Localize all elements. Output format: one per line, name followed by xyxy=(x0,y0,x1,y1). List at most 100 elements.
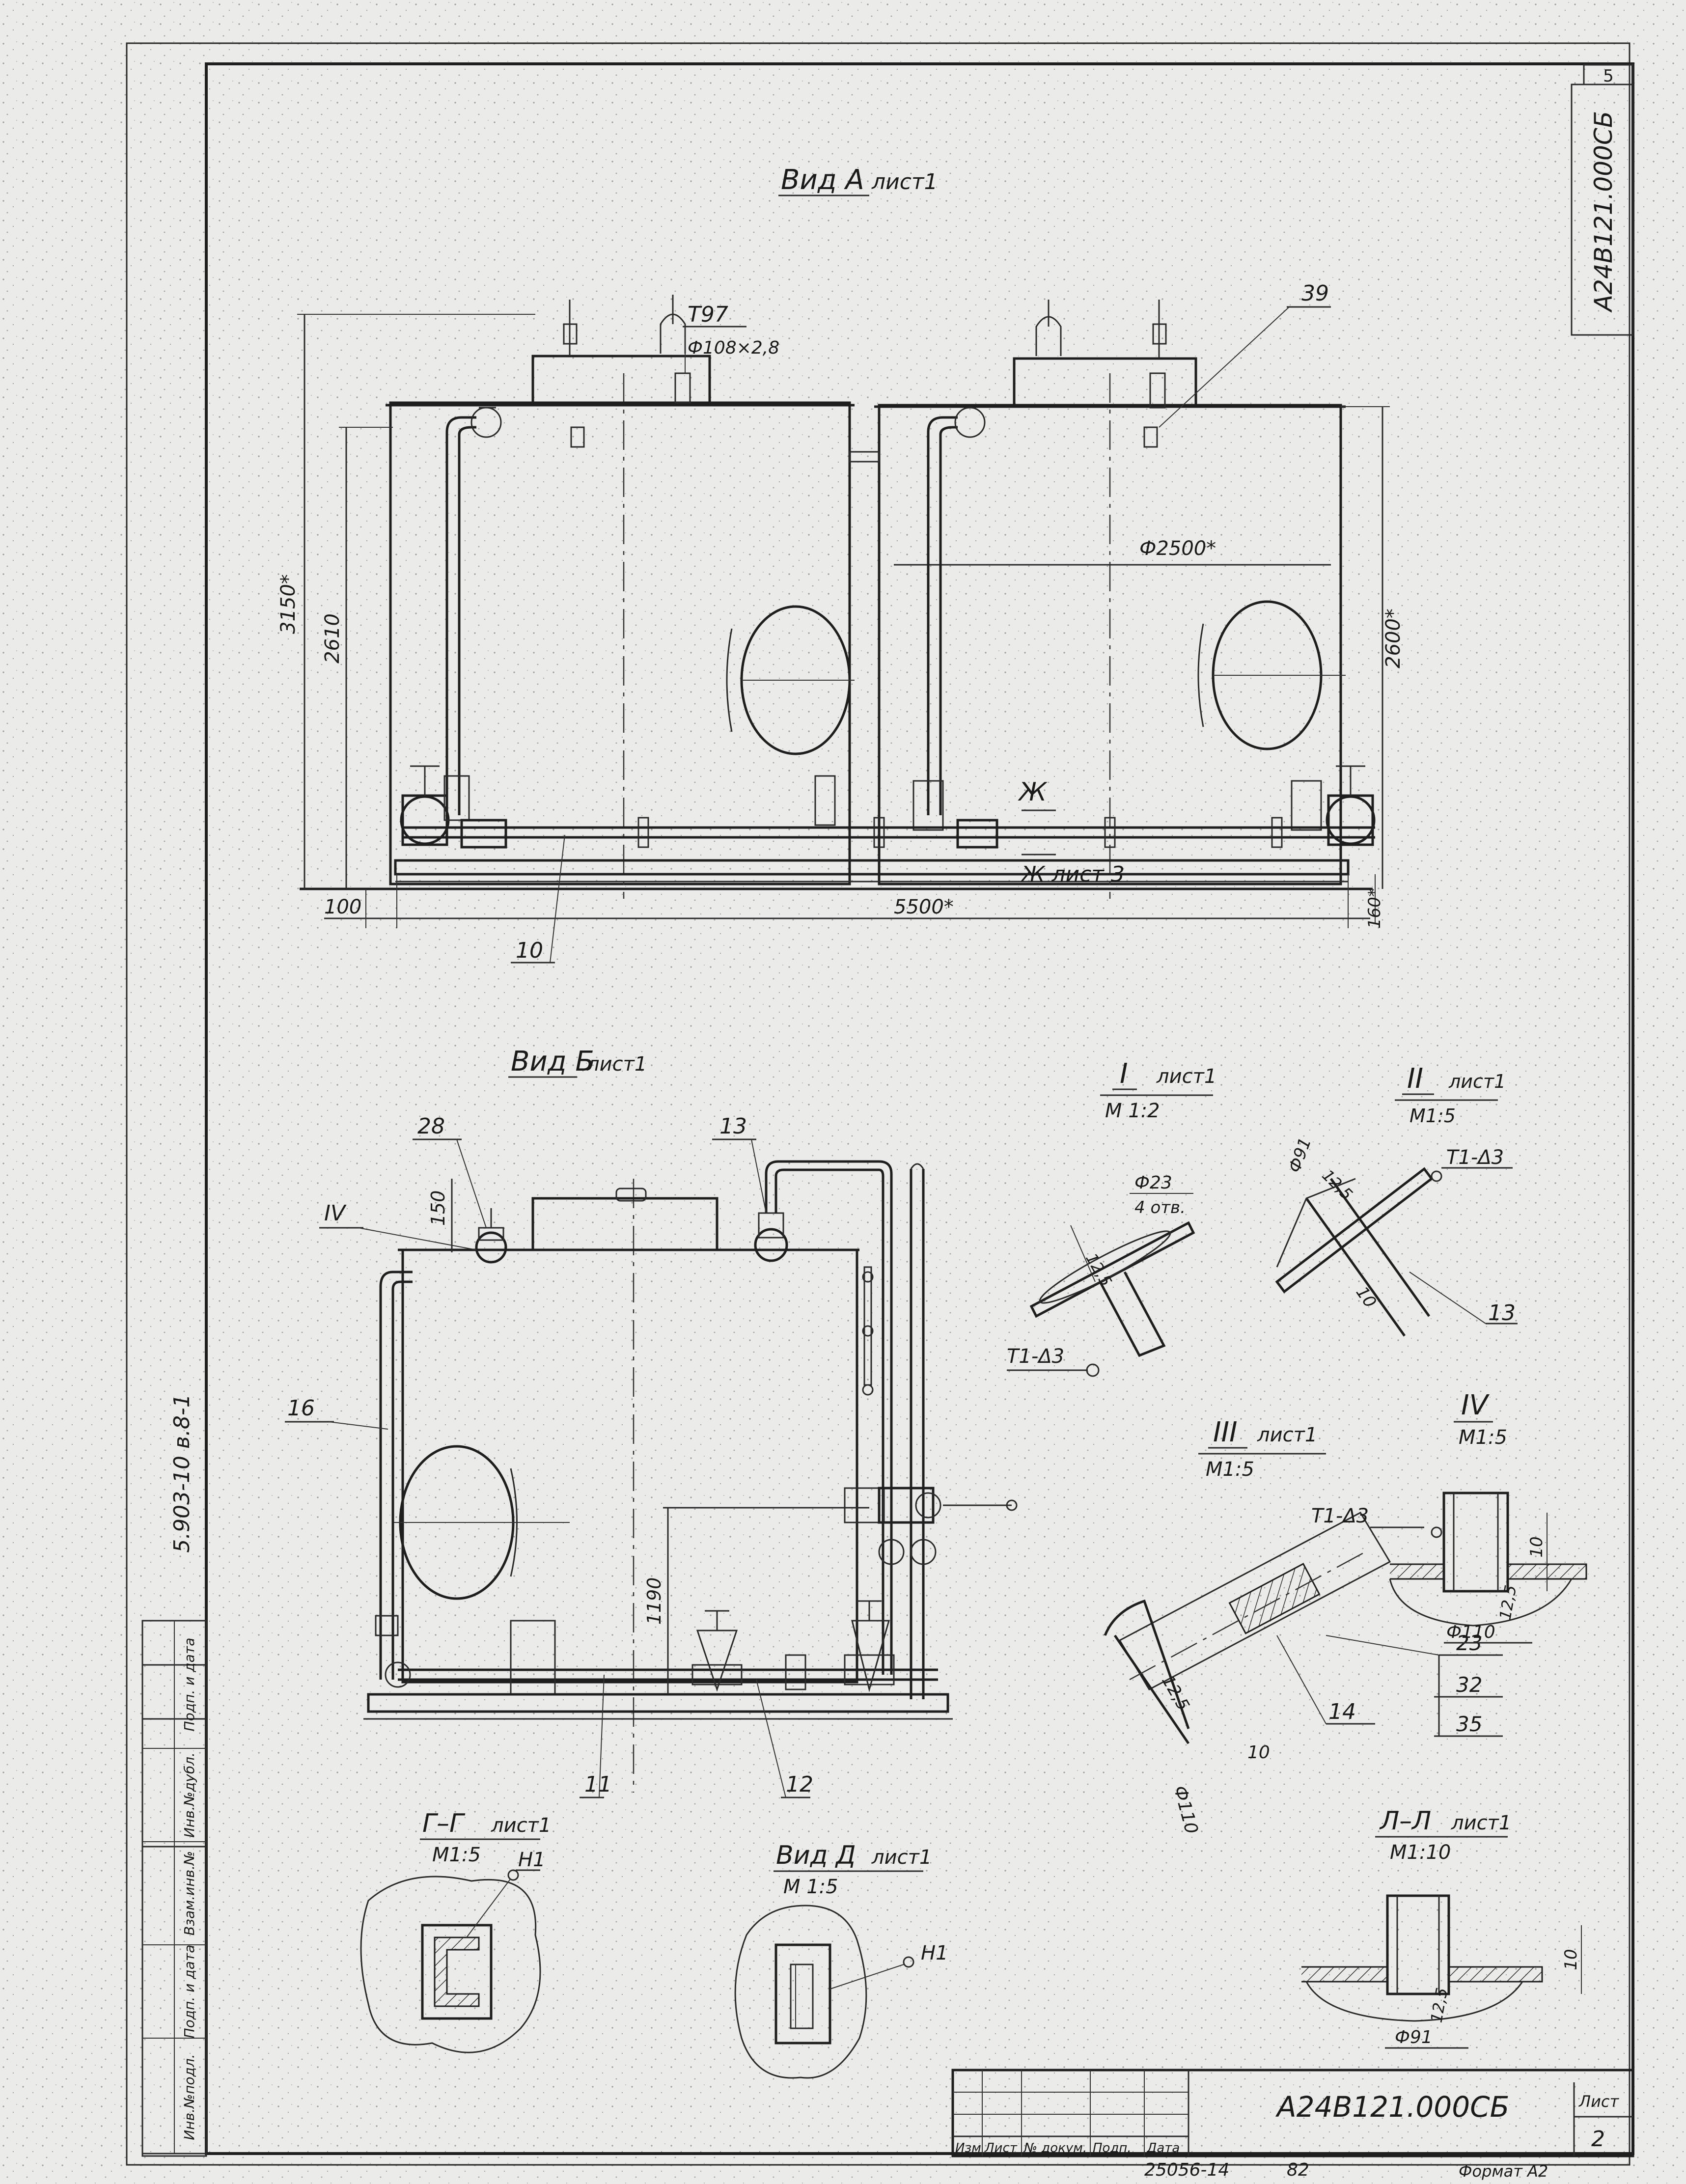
stamp-cell-5: Подп. и дата xyxy=(181,1638,197,1732)
dim-150: 150 xyxy=(427,1190,449,1226)
dim-2610: 2610 xyxy=(321,613,344,663)
col-sign: Подп. xyxy=(1093,2141,1132,2156)
pipe-spec: Ф108×2,8 xyxy=(688,338,779,358)
section-zh-ref: Ж лист 3 xyxy=(1020,862,1125,887)
detail-i-title: I xyxy=(1120,1058,1128,1090)
detail-ii: II лист1 М1:5 Ф91 12,5 Т1-Δ3 10 13 xyxy=(1275,1063,1518,1337)
tank-left-hatch xyxy=(531,355,711,404)
view-b: Вид Б лист1 xyxy=(285,1046,1018,1798)
detail-iii-title: III xyxy=(1213,1416,1238,1448)
view-d-weld: Н1 xyxy=(921,1942,948,1964)
detail-iii-scale: М1:5 xyxy=(1206,1458,1254,1481)
corner-page-number: 5 xyxy=(1603,66,1614,86)
col-list: Лист xyxy=(984,2141,1018,2156)
detail-iv-dim10: 10 xyxy=(1527,1536,1547,1557)
dim-2600: 2600* xyxy=(1382,608,1405,668)
extra-no: 82 xyxy=(1287,2160,1309,2180)
detail-ii-scale: М1:5 xyxy=(1410,1105,1456,1127)
callout-28: 28 xyxy=(417,1114,445,1139)
callout-11: 11 xyxy=(584,1772,612,1797)
title-sheet-no: 2 xyxy=(1591,2127,1605,2152)
callout-12: 12 xyxy=(786,1772,813,1797)
detail-i-count: 4 отв. xyxy=(1134,1198,1186,1217)
view-b-title: Вид Б xyxy=(511,1046,594,1078)
left-stamp: Инв.№подл. Подп. и дата Взам.инв.№ Инв.№… xyxy=(141,1620,207,2155)
stamp-cell-1: Инв.№подл. xyxy=(181,2054,197,2140)
dim-3150: 3150* xyxy=(277,574,300,634)
col-izm: Изм xyxy=(955,2141,981,2156)
title-block: А24В121.000СБ Лист 2 Изм Лист № докум. П… xyxy=(951,2069,1634,2181)
detail-ii-callout-13: 13 xyxy=(1488,1300,1516,1326)
section-gg-sheet-ref: лист1 xyxy=(491,1814,551,1837)
stamp-cell-2: Подп. и дата xyxy=(181,1945,197,2039)
detail-iv-scale: М1:5 xyxy=(1459,1426,1507,1449)
view-d: Вид Д лист1 М 1:5 Н1 xyxy=(734,1841,948,2079)
detail-iv: IV М1:5 Т1-Δ3 10 Ф110 12,5 xyxy=(1311,1389,1587,1644)
callout-39: 39 xyxy=(1301,281,1329,306)
riser-left xyxy=(445,416,476,815)
callout-13: 13 xyxy=(719,1114,747,1139)
dim-1190: 1190 xyxy=(643,1577,665,1625)
section-gg-outline xyxy=(360,1876,541,2053)
section-ll-dim10: 10 xyxy=(1561,1949,1581,1970)
detail-iii-callout-35: 35 xyxy=(1456,1712,1482,1736)
section-ll: Л–Л лист1 М1:10 10 Ф91 12,5 xyxy=(1301,1806,1582,2049)
tank-right-hatch xyxy=(1013,357,1197,407)
col-doc: № докум. xyxy=(1023,2141,1087,2156)
dim-5500: 5500* xyxy=(894,896,954,918)
section-zh-mark: Ж xyxy=(1018,777,1048,807)
detail-i-scale: М 1:2 xyxy=(1105,1100,1160,1122)
section-gg-title: Г–Г xyxy=(422,1809,466,1838)
view-d-title: Вид Д xyxy=(776,1841,856,1870)
detail-iii-sheet-ref: лист1 xyxy=(1257,1424,1317,1446)
detail-ii-weld: Т1-Δ3 xyxy=(1446,1146,1504,1169)
marker-iv: IV xyxy=(324,1201,347,1226)
format-label: Формат А2 xyxy=(1459,2162,1548,2181)
section-gg: Г–Г лист1 М1:5 Н1 xyxy=(360,1809,551,2053)
archive-no: 25056-14 xyxy=(1144,2160,1229,2180)
callout-16: 16 xyxy=(287,1396,315,1421)
base-frame-a xyxy=(394,859,1350,876)
sheet-frame xyxy=(126,42,1634,2166)
section-ll-sheet-ref: лист1 xyxy=(1451,1812,1511,1834)
section-gg-weld: Н1 xyxy=(518,1849,546,1871)
view-a-sheet-ref: лист1 xyxy=(871,169,938,194)
view-d-outline xyxy=(734,1905,867,2079)
stamp-cell-4: Инв.№дубл. xyxy=(181,1752,197,1838)
riser-right xyxy=(927,416,958,815)
vertical-doc-code: А24В121.000СБ xyxy=(1589,111,1618,313)
detail-iii-callout-32: 32 xyxy=(1456,1673,1482,1697)
section-ll-diam: Ф91 xyxy=(1395,2027,1433,2047)
view-d-sheet-ref: лист1 xyxy=(871,1846,932,1869)
section-gg-scale: М1:5 xyxy=(432,1844,481,1866)
view-a-title: Вид А xyxy=(781,164,864,196)
view-d-scale: М 1:5 xyxy=(783,1876,838,1898)
detail-iii-callout-14: 14 xyxy=(1328,1699,1356,1724)
callout-t97: Т97 xyxy=(688,302,728,327)
dim-d2500: Ф2500* xyxy=(1139,537,1216,560)
detail-i-hole: Ф23 xyxy=(1134,1173,1172,1193)
dim-160: 160* xyxy=(1365,888,1384,929)
detail-i-sheet-ref: лист1 xyxy=(1156,1065,1216,1088)
section-ll-scale: М1:10 xyxy=(1390,1841,1451,1864)
detail-i-weld: Т1-Δ3 xyxy=(1007,1345,1064,1368)
tank-b-hatch xyxy=(531,1197,719,1251)
detail-iv-weld: Т1-Δ3 xyxy=(1311,1505,1369,1527)
section-ll-title: Л–Л xyxy=(1379,1806,1431,1836)
side-code: 5.903-10 в.8-1 xyxy=(169,1394,194,1553)
detail-iv-title: IV xyxy=(1461,1389,1490,1421)
detail-iv-diam: Ф110 xyxy=(1446,1622,1495,1642)
view-a: Вид А лист1 xyxy=(277,164,1405,964)
detail-ii-title: II xyxy=(1407,1063,1423,1095)
stamp-cell-3: Взам.инв.№ xyxy=(181,1851,197,1935)
view-b-sheet-ref: лист1 xyxy=(586,1053,647,1076)
title-sheet-label: Лист xyxy=(1578,2092,1619,2111)
dim-100: 100 xyxy=(324,896,361,918)
title-doc-code: А24В121.000СБ xyxy=(1275,2090,1509,2124)
corner-stamp: 5 А24В121.000СБ xyxy=(1571,64,1634,336)
col-date: Дата xyxy=(1146,2141,1180,2156)
detail-ii-sheet-ref: лист1 xyxy=(1448,1071,1506,1092)
callout-10: 10 xyxy=(516,938,543,963)
